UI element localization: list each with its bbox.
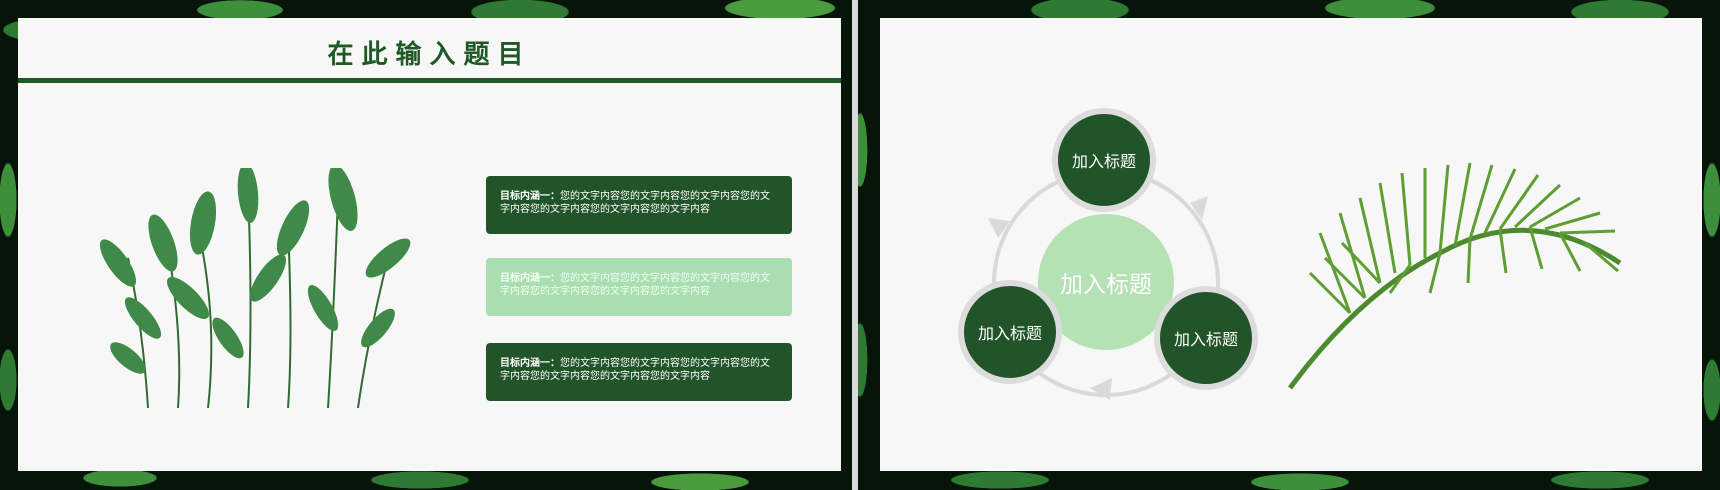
title-underline [18,78,841,83]
leaf-plants-illustration [99,168,411,409]
cycle-node-left[interactable]: 加入标题 [958,280,1062,384]
slide-2[interactable]: 加入标题 加入标题 加入标题 加入标题 [880,18,1702,471]
box-label: 目标内涵一： [500,273,560,284]
text-box-3[interactable]: 目标内涵一：您的文字内容您的文字内容您的文字内容您的文字内容您的文字内容您的文字… [486,343,792,401]
slide-divider [852,0,858,490]
box-label: 目标内涵一： [500,191,560,202]
slide-1[interactable]: 在此输入题目 目标内涵一：您的 [18,18,841,471]
cycle-diagram: 加入标题 加入标题 加入标题 加入标题 [940,88,1270,408]
box-label: 目标内涵一： [500,358,560,369]
text-box-2[interactable]: 目标内涵一：您的文字内容您的文字内容您的文字内容您的文字内容您的文字内容您的文字… [486,258,792,316]
cycle-node-right[interactable]: 加入标题 [1154,286,1258,390]
box-text: 您的文字内容您的文字内容您的文字内容您的文字内容您的文字内容您的文字内容您的文字… [500,358,770,382]
text-box-1[interactable]: 目标内涵一：您的文字内容您的文字内容您的文字内容您的文字内容您的文字内容您的文字… [486,176,792,234]
box-text: 您的文字内容您的文字内容您的文字内容您的文字内容您的文字内容您的文字内容您的文字… [500,191,770,215]
cycle-node-top[interactable]: 加入标题 [1052,108,1156,212]
box-text: 您的文字内容您的文字内容您的文字内容您的文字内容您的文字内容您的文字内容您的文字… [500,273,770,297]
fern-leaf-illustration [1287,162,1622,390]
slide-title: 在此输入题目 [327,40,532,70]
